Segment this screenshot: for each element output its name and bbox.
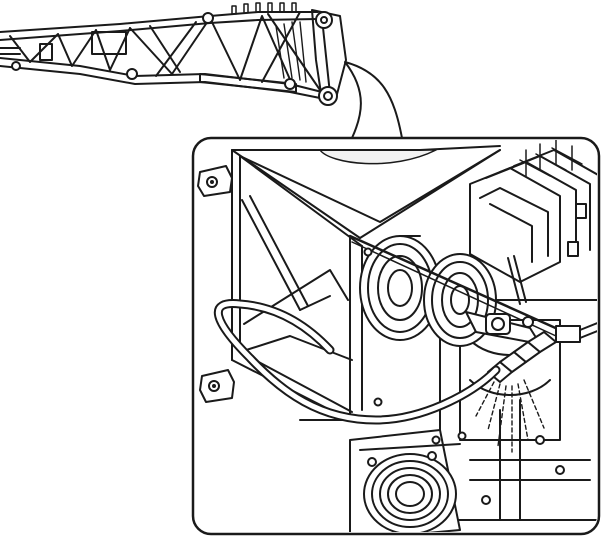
- detail-panel-contents: [197, 140, 597, 532]
- frame-bolts: [363, 247, 467, 445]
- hydraulic-hose: [213, 299, 501, 425]
- plate-stack: [469, 140, 597, 283]
- sheave-shaft: [348, 234, 562, 332]
- mounting-lug-top: [197, 165, 233, 197]
- frame-top-shading: [319, 149, 437, 165]
- boom-truss: [0, 2, 347, 101]
- fluid-leak-spray: [475, 379, 545, 453]
- callout-bubble: [344, 61, 403, 139]
- boom-pins: [11, 11, 338, 106]
- mounting-lug-bottom: [199, 369, 235, 403]
- lower-drum: [349, 429, 461, 532]
